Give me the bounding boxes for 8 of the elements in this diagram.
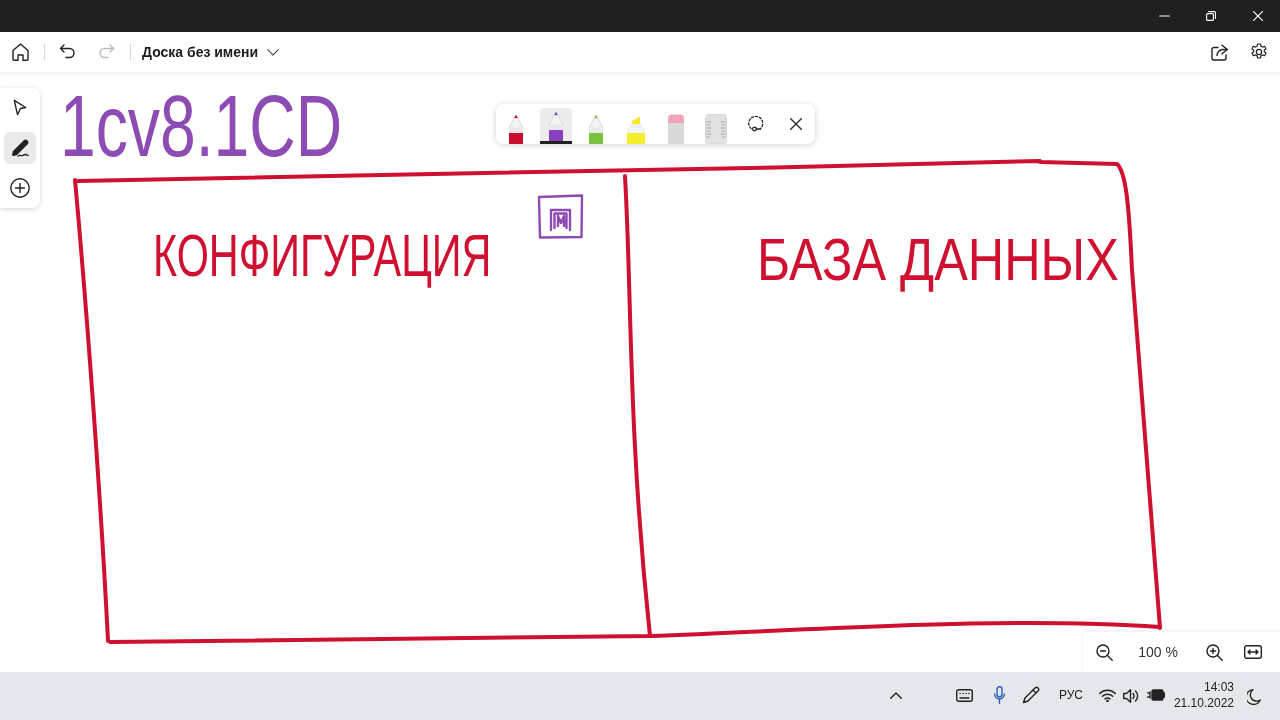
- input-language: РУС: [1059, 689, 1084, 703]
- board-name: Доска без имени: [142, 44, 259, 61]
- handwritten-title: 1cv8.1CD: [60, 82, 343, 170]
- clock-date: 21.10.2022: [1173, 697, 1234, 711]
- zoom-level: 100 %: [1138, 644, 1178, 661]
- clock-time: 14:03: [1203, 681, 1234, 695]
- handwritten-label: КОНФИГУРАЦИЯ: [153, 226, 492, 286]
- handwritten-label: БАЗА ДАННЫХ: [757, 230, 1119, 290]
